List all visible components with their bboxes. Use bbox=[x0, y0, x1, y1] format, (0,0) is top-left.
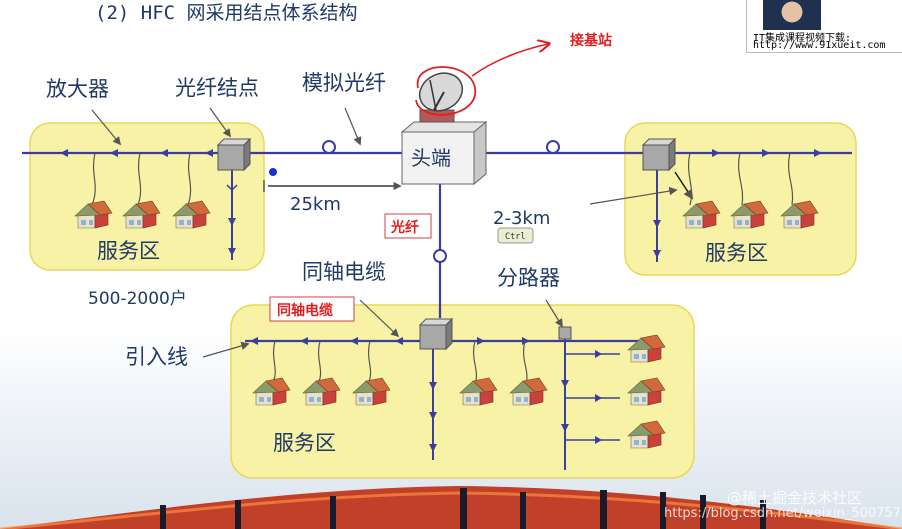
fiber-node-label: 光纤结点 bbox=[175, 76, 259, 100]
course-overlay: IT集成课程视频下载: http://www.91xueit.com bbox=[746, 0, 902, 53]
service-zone-right bbox=[624, 122, 857, 276]
fiber-tag: 光纤 bbox=[384, 213, 432, 239]
fiber-node-right bbox=[641, 137, 677, 172]
satellite-dish-icon bbox=[418, 72, 464, 123]
service-area-label-left: 服务区 bbox=[97, 239, 160, 263]
splitter-box bbox=[558, 326, 572, 340]
service-area-label-bottom: 服务区 bbox=[273, 431, 336, 455]
headend-label: 头端 bbox=[411, 146, 451, 170]
fiber-node-bottom bbox=[418, 317, 454, 351]
svg-text:光纤: 光纤 bbox=[390, 219, 419, 236]
overlay-line-2: http://www.91xueit.com bbox=[753, 40, 886, 51]
drop-lines bbox=[91, 152, 794, 385]
overlay-line-1: IT集成课程视频下载: bbox=[753, 33, 852, 44]
service-zone-left bbox=[29, 122, 265, 271]
red-highlight-circle bbox=[415, 66, 476, 116]
csdn-watermark: https://blog.csdn.net/weixin_5007578 bbox=[664, 506, 902, 521]
analog-fiber-label: 模拟光纤 bbox=[302, 71, 386, 95]
presenter-avatar bbox=[763, 0, 821, 30]
community-watermark: @稀土掘金技术社区 bbox=[727, 489, 862, 507]
fiber-amplifier-marker bbox=[433, 249, 447, 263]
drop-line-label: 引入线 bbox=[125, 345, 188, 369]
service-area-label-right: 服务区 bbox=[705, 241, 768, 265]
decorative-horizon bbox=[0, 486, 902, 529]
svg-text:同轴电缆: 同轴电缆 bbox=[277, 302, 333, 319]
people-silhouettes bbox=[160, 488, 766, 529]
receiving-station-label: 接基站 bbox=[570, 32, 612, 49]
fiber-amplifier-marker bbox=[322, 140, 336, 154]
houses-left bbox=[74, 200, 211, 229]
ctrl-badge: Ctrl bbox=[497, 227, 534, 244]
distance-2-3km-label: 2-3km bbox=[493, 208, 550, 229]
red-arrow bbox=[471, 44, 548, 77]
households-label: 500-2000户 bbox=[88, 289, 187, 309]
coax-tag: 同轴电缆 bbox=[269, 296, 355, 322]
distance-25km-label: 25km bbox=[290, 194, 341, 215]
headend-box bbox=[400, 120, 488, 186]
splitter-label: 分路器 bbox=[497, 266, 560, 290]
trunk-arrows bbox=[60, 149, 822, 157]
coax-cable-label: 同轴电缆 bbox=[302, 260, 386, 284]
fiber-amplifier-marker bbox=[546, 140, 560, 154]
fiber-node-left bbox=[216, 137, 252, 172]
svg-text:Ctrl: Ctrl bbox=[505, 232, 525, 242]
diagram-title: (2) HFC 网采用结点体系结构 bbox=[95, 2, 358, 24]
amplifier-label: 放大器 bbox=[46, 77, 109, 101]
houses-right bbox=[682, 200, 819, 229]
